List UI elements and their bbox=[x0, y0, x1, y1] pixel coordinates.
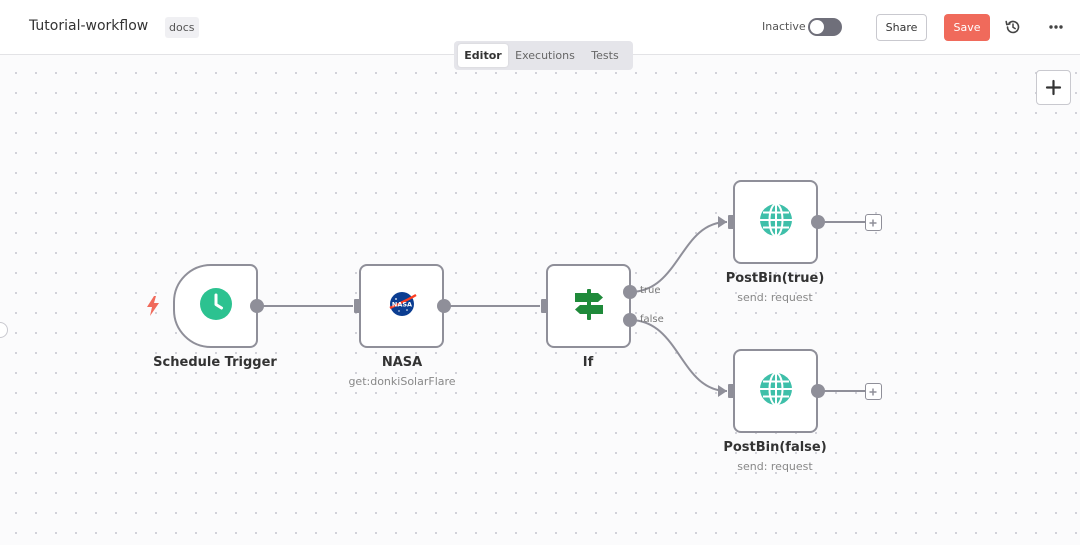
postbin-true-input-handle[interactable] bbox=[728, 215, 735, 229]
workflow-canvas[interactable]: Schedule Trigger NASA NASA get:donkiSola… bbox=[0, 55, 1080, 545]
postbin-false-input-handle[interactable] bbox=[728, 384, 735, 398]
signpost-icon bbox=[571, 286, 607, 326]
active-toggle[interactable] bbox=[808, 18, 842, 36]
postbin-false-output-handle[interactable] bbox=[811, 384, 825, 398]
trigger-bolt-icon bbox=[146, 296, 160, 320]
tab-executions[interactable]: Executions bbox=[515, 49, 575, 62]
nasa-label: NASA bbox=[381, 355, 423, 370]
plus-icon bbox=[1045, 79, 1062, 96]
nasa-output-handle[interactable] bbox=[437, 299, 451, 313]
node-schedule-trigger[interactable] bbox=[173, 264, 258, 348]
postbin-false-subtitle: send: request bbox=[737, 460, 813, 473]
edge-if-true-to-postbin bbox=[629, 221, 728, 293]
toggle-knob bbox=[810, 20, 824, 34]
if-label: If bbox=[582, 355, 594, 370]
postbin-true-add-button[interactable] bbox=[865, 214, 882, 231]
edge-if-false-to-postbin bbox=[629, 319, 728, 392]
nasa-subtitle: get:donkiSolarFlare bbox=[348, 375, 456, 388]
clock-icon bbox=[199, 287, 233, 325]
arrowhead-true bbox=[718, 216, 727, 228]
workflow-tag[interactable]: docs bbox=[165, 17, 199, 38]
plus-icon bbox=[869, 388, 877, 396]
node-if[interactable] bbox=[546, 264, 631, 348]
if-true-output-handle[interactable] bbox=[623, 285, 637, 299]
schedule-trigger-label: Schedule Trigger bbox=[153, 355, 277, 370]
postbin-true-label: PostBin(true) bbox=[725, 271, 825, 286]
node-postbin-true[interactable] bbox=[733, 180, 818, 264]
active-status-label: Inactive bbox=[762, 20, 806, 33]
if-input-handle[interactable] bbox=[541, 299, 548, 313]
postbin-false-add-button[interactable] bbox=[865, 383, 882, 400]
save-button[interactable]: Save bbox=[944, 14, 990, 41]
view-tabs: Editor Executions Tests bbox=[454, 41, 633, 70]
if-false-output-handle[interactable] bbox=[623, 313, 637, 327]
nasa-input-handle[interactable] bbox=[354, 299, 361, 313]
svg-text:NASA: NASA bbox=[391, 301, 411, 309]
plus-icon bbox=[869, 219, 877, 227]
more-options-icon[interactable] bbox=[1045, 16, 1067, 38]
node-nasa[interactable]: NASA bbox=[359, 264, 444, 348]
globe-icon bbox=[759, 372, 793, 410]
tab-tests[interactable]: Tests bbox=[591, 49, 619, 62]
node-postbin-false[interactable] bbox=[733, 349, 818, 433]
postbin-false-label: PostBin(false) bbox=[723, 440, 827, 455]
history-icon[interactable] bbox=[1002, 16, 1024, 38]
postbin-true-output-handle[interactable] bbox=[811, 215, 825, 229]
schedule-output-handle[interactable] bbox=[250, 299, 264, 313]
arrowhead-false bbox=[718, 385, 727, 397]
nasa-logo-icon: NASA bbox=[387, 289, 417, 323]
connections-layer bbox=[257, 216, 865, 397]
add-node-button[interactable] bbox=[1036, 70, 1071, 105]
if-false-label: false bbox=[640, 314, 664, 325]
postbin-true-subtitle: send: request bbox=[737, 291, 813, 304]
share-button[interactable]: Share bbox=[876, 14, 927, 41]
if-true-label: true bbox=[640, 285, 661, 296]
globe-icon bbox=[759, 203, 793, 241]
workflow-title[interactable]: Tutorial-workflow bbox=[29, 18, 149, 34]
tab-editor[interactable]: Editor bbox=[458, 44, 508, 67]
